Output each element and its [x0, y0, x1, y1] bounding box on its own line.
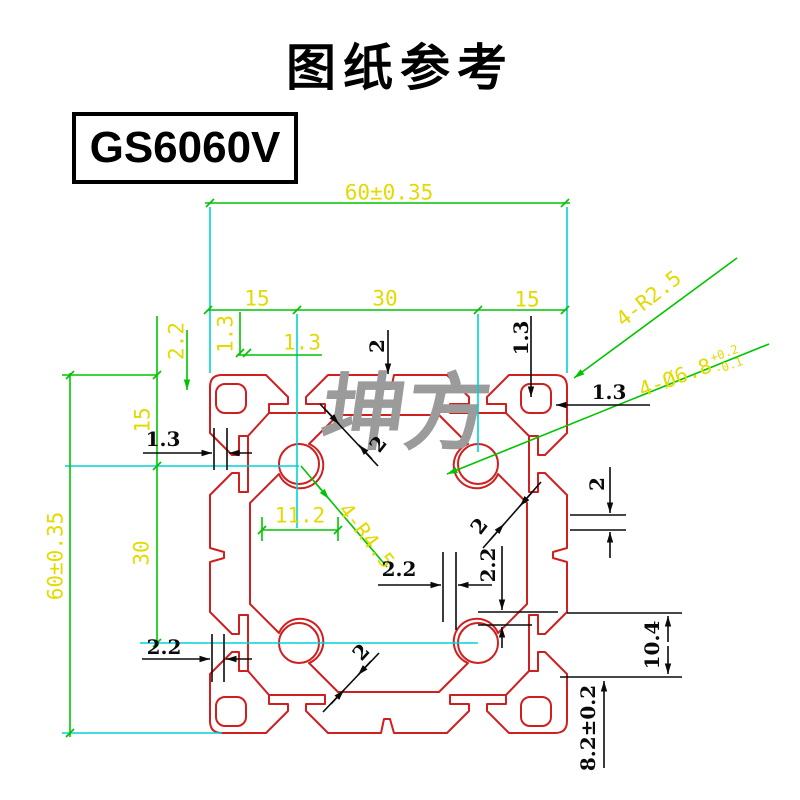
dim-1-3-rotated-label: 1.3: [213, 315, 238, 353]
corner-hole-top-left: [278, 443, 320, 485]
dim-total-width-label: 60±0.35: [344, 180, 434, 205]
dim-lip2-right-label: 2: [585, 477, 609, 491]
dim-channel-width-label: 11.2: [274, 503, 326, 528]
corner-channel-top-left: [215, 383, 247, 414]
dim-1-3-topright-label: 1.3: [509, 320, 533, 356]
dimension-lines-black: [142, 316, 682, 768]
model-number-label: GS6060V: [89, 123, 281, 172]
dim-2-2-topleft-label: 2.2: [164, 322, 189, 360]
dim-1-3-right-label: 1.3: [591, 380, 627, 404]
dim-left-30-label: 30: [129, 540, 154, 566]
dim-seg15-left-label: 15: [244, 286, 270, 311]
watermark-text: 坤方: [315, 366, 496, 460]
dim-2-2-center-label: 2.2: [381, 557, 417, 581]
leader-hole-dia: [446, 343, 770, 475]
page-title: 图纸参考: [286, 40, 514, 96]
profile-outer-outline: [209, 374, 568, 734]
dim-2-2-bottomleft-label: 2.2: [146, 635, 182, 659]
dim-1-3-yellow-label: 1.3: [283, 330, 321, 355]
dim-groove-depth-label: 8.2±0.2: [576, 684, 600, 772]
corner-channel-top-right: [520, 383, 552, 414]
dim-total-height-label: 60±0.35: [43, 511, 68, 601]
leader-corner-radius: [573, 257, 738, 379]
model-number-box: GS6060V: [72, 112, 298, 184]
corner-channel-bottom-left: [215, 696, 247, 727]
dim-2-2-right-label: 2.2: [476, 547, 500, 583]
dim-wall2-top-label: 2: [365, 339, 389, 353]
dim-slot-opening-label: 10.4: [640, 620, 664, 670]
dimension-lines-green: [62, 198, 770, 738]
leader-center-radius-arrow: [313, 480, 330, 500]
extension-lines: [62, 207, 568, 734]
tick-marks: [65, 198, 570, 738]
dim-seg30-label: 30: [372, 286, 398, 311]
profile-center-void: [249, 414, 528, 693]
corner-webs: [247, 412, 530, 696]
dim-1-3-left-label: 1.3: [145, 427, 181, 451]
corner-channel-bottom-right: [520, 696, 552, 727]
dim-seg15-right-label: 15: [514, 287, 540, 312]
